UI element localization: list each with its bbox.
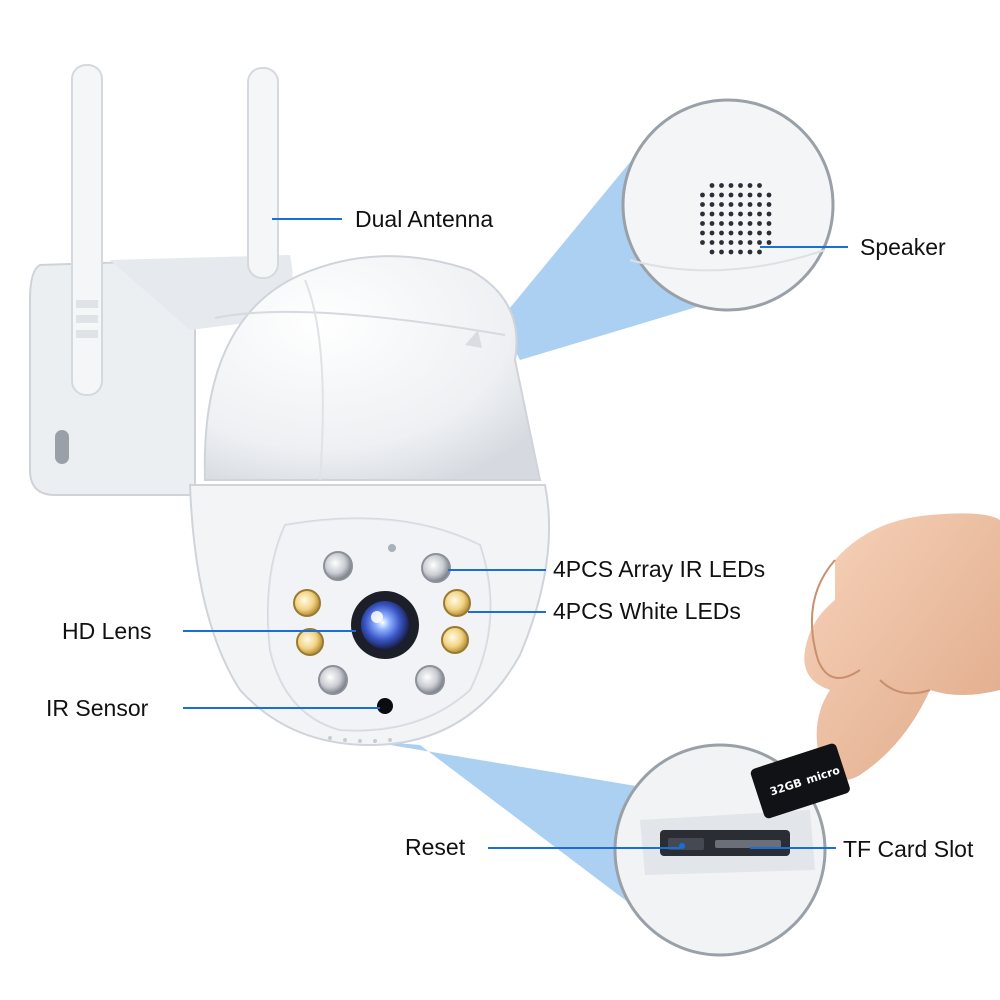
speaker-hole xyxy=(709,211,715,217)
speaker-hole xyxy=(700,240,705,245)
speaker-hole xyxy=(747,249,753,255)
speaker-grille-icon xyxy=(700,183,772,255)
speaker-hole xyxy=(738,240,743,245)
speaker-hole xyxy=(738,192,743,198)
speaker-hole xyxy=(757,202,762,207)
speaker-hole xyxy=(700,230,705,236)
speaker-hole xyxy=(766,202,772,207)
speaker-hole xyxy=(738,230,743,236)
ir-sensor-label: IR Sensor xyxy=(46,695,149,721)
speaker-hole xyxy=(709,230,715,236)
reset-label: Reset xyxy=(405,834,466,860)
speaker-hole xyxy=(700,192,705,198)
speaker-hole xyxy=(719,192,724,198)
speaker-hole xyxy=(719,221,724,226)
speaker-hole xyxy=(728,192,734,198)
speaker-hole xyxy=(719,230,724,236)
speaker-hole xyxy=(709,183,715,188)
speaker-hole xyxy=(757,249,762,255)
camera-body xyxy=(188,255,551,747)
leader-lines xyxy=(183,218,848,849)
speaker-hole xyxy=(700,221,705,226)
speaker-hole xyxy=(700,202,705,207)
lens-icon xyxy=(351,591,419,659)
speaker-hole xyxy=(738,183,743,188)
white-leds xyxy=(293,589,471,656)
speaker-hole xyxy=(747,221,753,226)
speaker-hole xyxy=(757,221,762,226)
speaker-hole xyxy=(766,192,772,198)
speaker-hole xyxy=(700,211,705,217)
speaker-hole xyxy=(766,230,772,236)
micro-sd-card-icon: 32GB micro xyxy=(750,743,850,819)
speaker-hole xyxy=(728,183,734,188)
ir-leds-label: 4PCS Array IR LEDs xyxy=(553,556,766,582)
speaker-hole xyxy=(738,249,743,255)
speaker-hole xyxy=(757,240,762,245)
speaker-hole xyxy=(719,249,724,255)
speaker-hole xyxy=(747,192,753,198)
ir-sensor-dot xyxy=(377,698,393,714)
tf-card-slot-label: TF Card Slot xyxy=(843,836,974,862)
speaker-hole xyxy=(747,240,753,245)
hd-lens-label: HD Lens xyxy=(62,618,152,644)
speaker-hole xyxy=(709,221,715,226)
speaker-hole xyxy=(738,221,743,226)
speaker-hole xyxy=(728,240,734,245)
slot-zoom-beam xyxy=(360,740,660,915)
speaker-hole xyxy=(709,240,715,245)
speaker-hole xyxy=(728,249,734,255)
speaker-hole xyxy=(738,202,743,207)
antenna-icon xyxy=(71,64,279,396)
speaker-hole xyxy=(728,230,734,236)
speaker-label: Speaker xyxy=(860,234,946,260)
reset-button-dot xyxy=(679,843,685,849)
speaker-hole xyxy=(766,221,772,226)
speaker-hole xyxy=(747,202,753,207)
speaker-hole xyxy=(719,183,724,188)
speaker-hole xyxy=(738,211,743,217)
speaker-hole xyxy=(719,202,724,207)
speaker-hole xyxy=(709,202,715,207)
speaker-hole xyxy=(757,230,762,236)
speaker-hole xyxy=(709,192,715,198)
white-leds-label: 4PCS White LEDs xyxy=(553,598,741,624)
speaker-hole xyxy=(728,211,734,217)
speaker-hole xyxy=(728,202,734,207)
speaker-hole xyxy=(728,221,734,226)
speaker-inset xyxy=(621,98,835,312)
speaker-hole xyxy=(747,183,753,188)
speaker-hole xyxy=(757,183,762,188)
speaker-hole xyxy=(757,211,762,217)
speaker-hole xyxy=(747,230,753,236)
dual-antenna-label: Dual Antenna xyxy=(355,206,494,232)
hand-icon xyxy=(804,513,1000,780)
ir-leds xyxy=(318,551,451,695)
speaker-hole xyxy=(719,211,724,217)
speaker-hole xyxy=(719,240,724,245)
speaker-hole xyxy=(709,249,715,255)
speaker-hole xyxy=(766,211,772,217)
speaker-hole xyxy=(766,240,772,245)
speaker-hole xyxy=(757,192,762,198)
speaker-hole xyxy=(747,211,753,217)
